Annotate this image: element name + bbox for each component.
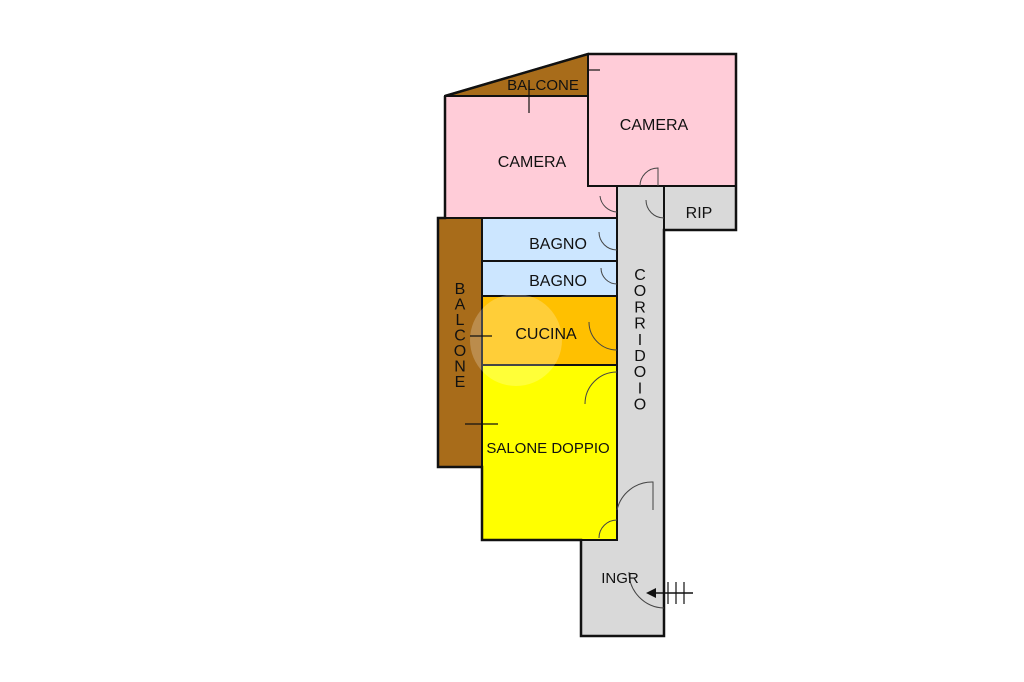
door-swing [598, 519, 618, 539]
salone-label: SALONE DOPPIO [486, 440, 609, 457]
door-swing [639, 167, 659, 187]
camera-right-label: CAMERA [620, 117, 689, 134]
door-swing [645, 199, 665, 219]
door-swing [600, 267, 618, 285]
balcone-top-label: BALCONE [507, 77, 579, 94]
door-swing [588, 321, 618, 351]
highlight-glow [470, 294, 562, 386]
door-swing [628, 571, 665, 609]
cucina-label: CUCINA [515, 326, 577, 343]
camera-left-label: CAMERA [498, 154, 567, 171]
entrance-arrow-head-icon [646, 588, 656, 598]
rip-label: RIP [686, 205, 713, 222]
bagno-2-label: BAGNO [529, 273, 587, 290]
rip-area [663, 185, 737, 231]
door-swing [584, 371, 618, 405]
door-swing [616, 481, 654, 511]
bagno-1-label: BAGNO [529, 236, 587, 253]
door-swing [598, 231, 618, 251]
outer-wall [436, 52, 738, 638]
door-swing [599, 195, 618, 213]
ingresso-label: INGR [601, 570, 639, 587]
